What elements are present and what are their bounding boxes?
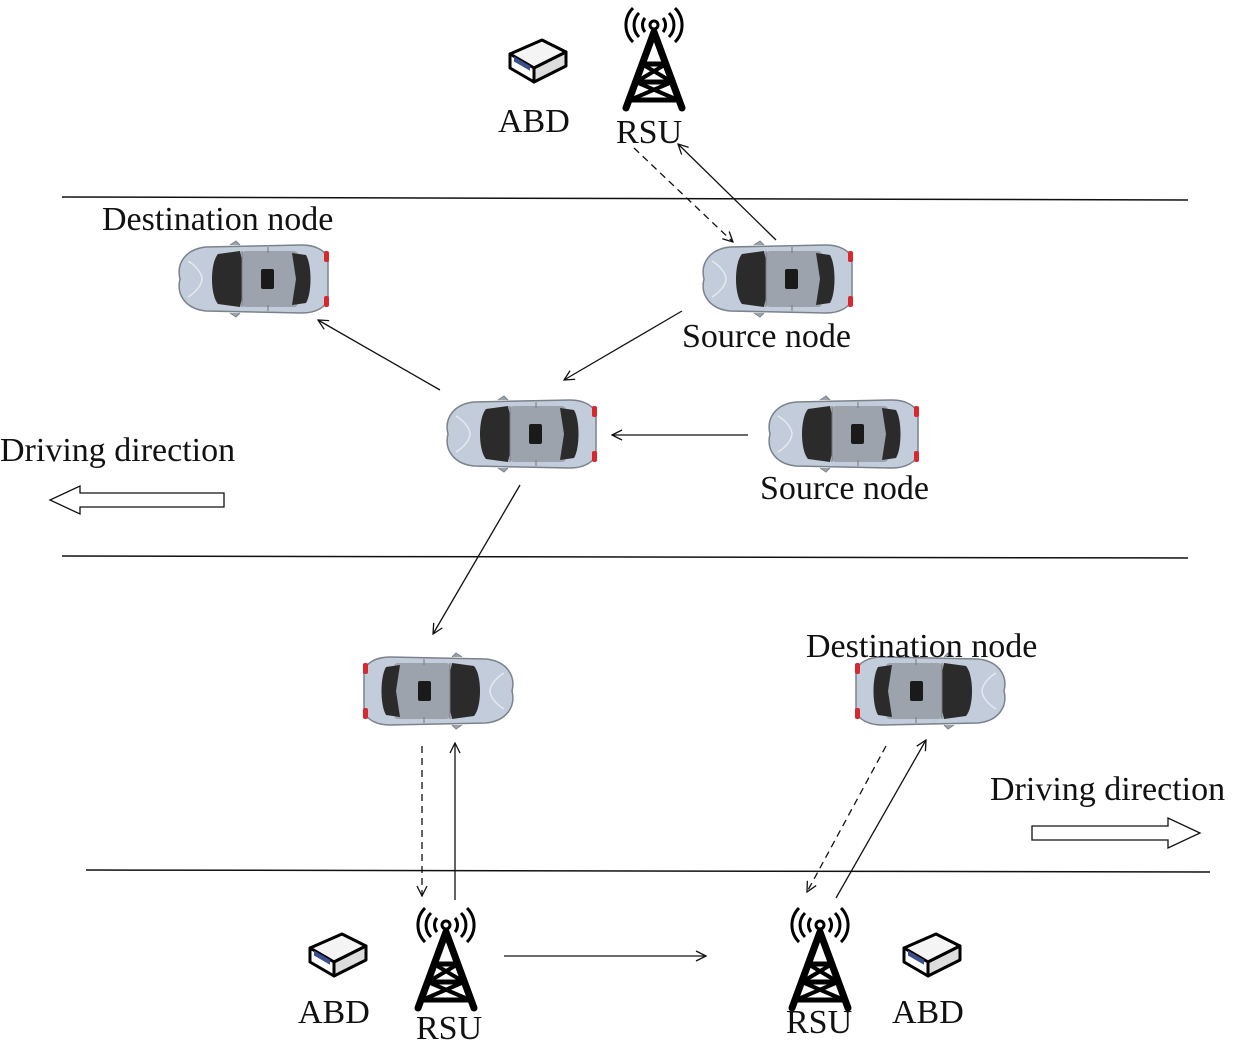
car-icon-relay-bottom <box>362 652 514 730</box>
abd-device-icon-top <box>508 38 568 84</box>
source-node-label-middle: Source node <box>760 470 930 507</box>
link-relay-to-lower-car <box>433 484 521 634</box>
driving-direction-label-left: Driving direction <box>0 432 236 469</box>
rsu-tower-icon-bottom-right <box>792 908 848 1008</box>
direction-arrow-icon-right <box>1031 816 1202 850</box>
abd-device-icon-bottom-right <box>902 932 962 978</box>
car-icon-relay-middle <box>446 395 598 473</box>
link-destination-to-rsu-dashed <box>807 745 887 892</box>
driving-direction-label-right: Driving direction <box>990 771 1226 808</box>
abd-label-bottom-right: ABD <box>892 994 964 1031</box>
abd-label-top: ABD <box>498 103 570 140</box>
rsu-tower-icon-top <box>626 8 682 108</box>
link-rsu-to-destination <box>835 740 926 899</box>
rsu-label-bottom-right: RSU <box>786 1004 853 1041</box>
road-line-top <box>61 196 1189 201</box>
direction-arrow-icon-left <box>48 484 225 516</box>
link-source-top-to-relay <box>564 310 683 380</box>
car-icon-destination-top <box>178 240 330 318</box>
rsu-label-bottom-left: RSU <box>416 1010 483 1047</box>
abd-device-icon-bottom-left <box>308 932 368 978</box>
link-source-to-rsu-top <box>678 144 777 241</box>
link-rsu-top-to-source-dashed <box>633 147 733 242</box>
rsu-tower-icon-bottom-left <box>418 908 474 1008</box>
road-line-bottom <box>85 869 1211 873</box>
rsu-label-top: RSU <box>616 114 683 151</box>
car-icon-source-top <box>702 240 854 318</box>
destination-node-label-top: Destination node <box>102 201 334 238</box>
destination-node-label-bottom: Destination node <box>806 628 1038 665</box>
link-relay-to-destination-top <box>318 320 441 391</box>
car-icon-source-middle <box>768 395 920 473</box>
abd-label-bottom-left: ABD <box>298 994 370 1031</box>
road-line-middle <box>61 555 1189 559</box>
source-node-label-top: Source node <box>682 318 852 355</box>
